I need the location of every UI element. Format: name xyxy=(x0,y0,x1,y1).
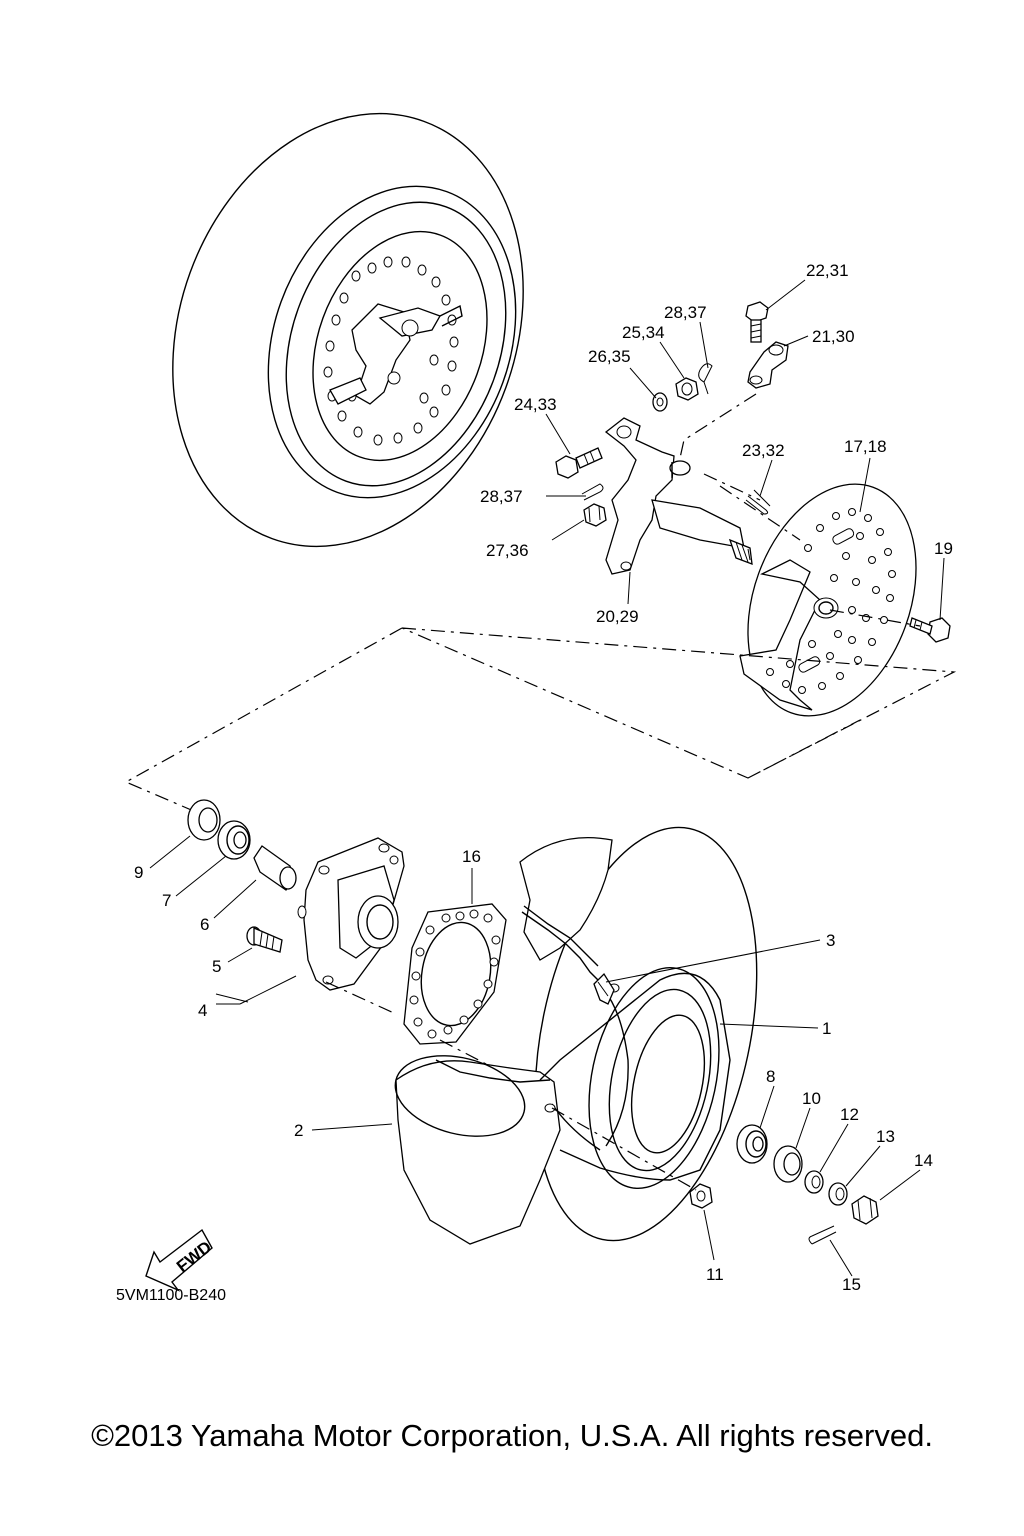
label-7: 7 xyxy=(162,891,171,910)
disc-holes xyxy=(766,508,896,694)
label-23-32: 23,32 xyxy=(742,441,785,460)
label-25-34: 25,34 xyxy=(622,323,665,342)
label-28-37-mid: 28,37 xyxy=(480,487,523,506)
part-11-nut xyxy=(689,1183,713,1209)
part-28-cotter-pin-top xyxy=(698,363,713,395)
label-28-37-top: 28,37 xyxy=(664,303,707,322)
part-17-brake-disc xyxy=(739,483,917,717)
assembly-line-nut xyxy=(551,1107,697,1191)
label-6: 6 xyxy=(200,915,209,934)
plate-holes xyxy=(409,909,501,1039)
assembled-caliper-knuckle xyxy=(329,303,463,405)
part-13-washer xyxy=(828,1182,848,1206)
part-16-plate xyxy=(403,903,507,1045)
label-12: 12 xyxy=(840,1105,859,1124)
knuckle-parts xyxy=(555,301,951,717)
part-12-collar xyxy=(804,1170,824,1194)
assembly-line-stud xyxy=(325,981,397,1015)
part-28-cotter-pin-mid xyxy=(581,483,604,501)
part-15-cotter-pin xyxy=(808,1225,837,1245)
connection-frame xyxy=(124,627,957,813)
label-9: 9 xyxy=(134,863,143,882)
leader-lines xyxy=(149,279,945,1277)
label-5: 5 xyxy=(212,957,221,976)
part-26-washer xyxy=(652,392,668,412)
label-26-35: 26,35 xyxy=(588,347,631,366)
part-10-oil-seal xyxy=(773,1145,803,1183)
copyright-notice: ©2013 Yamaha Motor Corporation, U.S.A. A… xyxy=(91,1418,933,1453)
part-24-bolt xyxy=(555,447,603,479)
label-1: 1 xyxy=(822,1019,831,1038)
assembly-line-kingpin xyxy=(679,393,757,459)
part-3-valve xyxy=(593,972,615,1005)
assembly-line-axle xyxy=(719,485,801,541)
assembly-line-plate xyxy=(439,1039,491,1067)
label-3: 3 xyxy=(826,931,835,950)
callout-labels: 22,31 28,37 25,34 21,30 26,35 24,33 23,3… xyxy=(134,261,953,1294)
assembled-wheel xyxy=(172,112,524,548)
part-22-bolt xyxy=(745,301,769,343)
label-2: 2 xyxy=(294,1121,303,1140)
part-20-steering-knuckle xyxy=(604,417,753,575)
part-1-wheel xyxy=(394,826,758,1245)
label-14: 14 xyxy=(914,1151,933,1170)
part-8-bearing xyxy=(736,1124,768,1164)
wheel-parts xyxy=(187,799,879,1245)
label-13: 13 xyxy=(876,1127,895,1146)
part-21-bracket xyxy=(747,341,789,389)
label-24-33: 24,33 xyxy=(514,395,557,414)
diagram-code: 5VM1100-B240 xyxy=(116,1287,226,1304)
part-19-bolt xyxy=(909,617,951,643)
part-7-bearing xyxy=(217,820,251,860)
part-6-collar xyxy=(253,845,297,891)
label-19: 19 xyxy=(934,539,953,558)
label-20-29: 20,29 xyxy=(596,607,639,626)
label-16: 16 xyxy=(462,847,481,866)
label-11: 11 xyxy=(706,1265,724,1284)
label-17-18: 17,18 xyxy=(844,437,887,456)
part-4-wheel-hub xyxy=(297,837,405,991)
label-15: 15 xyxy=(842,1275,861,1294)
assembled-disc-holes xyxy=(323,256,459,446)
label-10: 10 xyxy=(802,1089,821,1108)
part-14-castle-nut xyxy=(851,1195,879,1225)
part-23-cotter-pin xyxy=(745,489,771,515)
part-27-castle-nut xyxy=(583,503,607,527)
label-4: 4 xyxy=(198,1001,207,1020)
label-21-30: 21,30 xyxy=(812,327,855,346)
part-5-stud-bolt xyxy=(246,926,283,953)
label-8: 8 xyxy=(766,1067,775,1086)
assembly-line-pin xyxy=(703,473,761,501)
part-9-oil-seal xyxy=(187,799,221,841)
label-27-36: 27,36 xyxy=(486,541,529,560)
part-25-nut xyxy=(675,377,699,401)
fwd-arrow: FWD xyxy=(145,1228,215,1292)
label-22-31: 22,31 xyxy=(806,261,849,280)
